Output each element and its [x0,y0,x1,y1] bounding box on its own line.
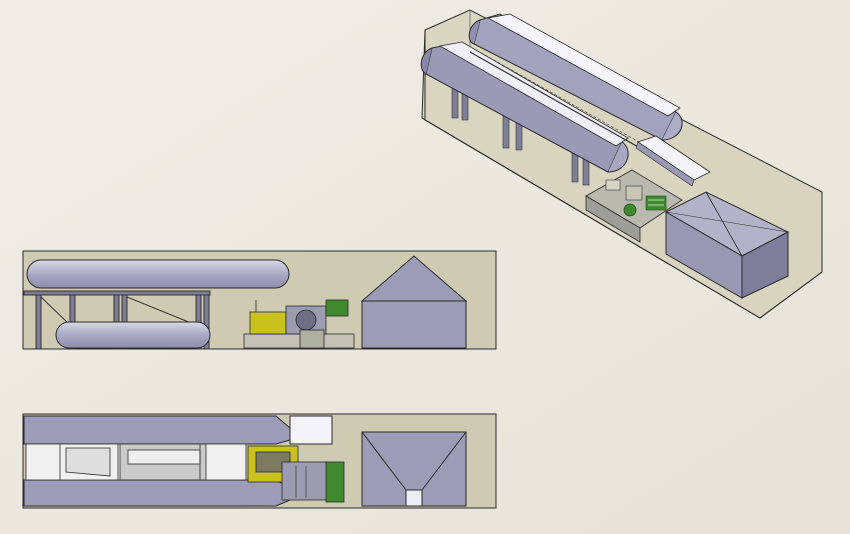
plan-tank-upper [23,415,291,445]
processing-machinery-isometric [585,169,683,243]
top-plan-view [22,413,497,509]
plan-hopper [361,431,467,507]
plan-machinery [247,445,345,503]
side-tank-upper [26,259,290,289]
storage-tank-upper [468,13,683,141]
hopper-isometric [664,191,790,299]
side-machinery [243,299,355,349]
plan-conveyor-end [289,415,333,445]
side-hopper [360,255,468,349]
side-elevation-view [22,250,497,350]
storage-tank-lower [420,41,629,173]
plan-frame [25,443,247,481]
isometric-view [420,9,823,319]
side-tank-lower [55,321,211,349]
conveyor-isometric [635,135,711,187]
rail-track [469,51,641,149]
plan-tank-lower [23,479,291,507]
